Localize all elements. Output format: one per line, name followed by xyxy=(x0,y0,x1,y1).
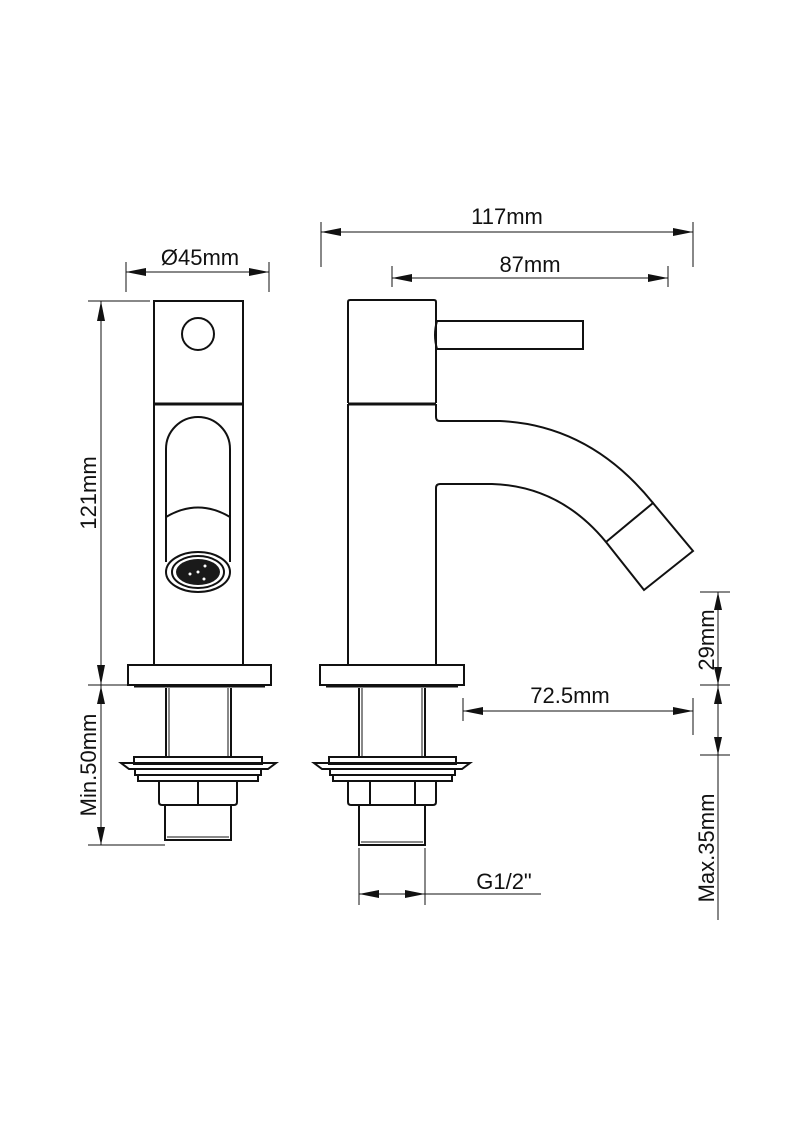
dimension-handle-reach: 87mm xyxy=(391,252,669,287)
dimension-height: 121mm xyxy=(76,300,150,686)
label-diameter: Ø45mm xyxy=(161,245,239,270)
front-thread xyxy=(164,805,232,841)
dimension-thread: G1/2" xyxy=(358,848,541,905)
dimension-diameter: Ø45mm xyxy=(125,245,270,292)
side-spout-top xyxy=(435,416,654,504)
side-thread xyxy=(358,805,426,846)
side-base-plate xyxy=(319,664,465,686)
side-view: 117mm 87mm xyxy=(311,204,730,920)
side-washer xyxy=(311,762,473,770)
dimension-spout-projection: 72.5mm xyxy=(462,683,694,721)
dimension-spout-clearance: 29mm xyxy=(694,591,730,920)
label-handle-reach: 87mm xyxy=(499,252,560,277)
side-cap xyxy=(347,299,437,403)
label-height: 121mm xyxy=(76,456,101,529)
dimension-overall-length: 117mm xyxy=(320,204,694,267)
side-aerator xyxy=(604,501,695,592)
dimension-countertop: Max.35mm xyxy=(692,686,730,903)
label-countertop: Max.35mm xyxy=(694,794,719,903)
front-nut xyxy=(158,780,238,806)
label-thread: G1/2" xyxy=(476,869,532,894)
side-handle-lever xyxy=(434,320,584,350)
side-nut xyxy=(347,780,437,806)
front-aerator-ring xyxy=(165,551,231,593)
front-base-plate xyxy=(127,664,272,686)
front-handle-circle xyxy=(181,317,215,351)
label-overall-length: 117mm xyxy=(471,204,543,229)
front-cap xyxy=(153,300,244,405)
label-spout-projection: 72.5mm xyxy=(530,683,609,708)
front-spout xyxy=(165,416,231,562)
side-spout-bottom xyxy=(435,483,607,665)
front-view: Ø45mm xyxy=(76,245,279,846)
dimension-shank: Min.50mm xyxy=(76,684,165,846)
label-spout-clearance: 29mm xyxy=(694,609,719,670)
label-shank: Min.50mm xyxy=(76,714,101,817)
